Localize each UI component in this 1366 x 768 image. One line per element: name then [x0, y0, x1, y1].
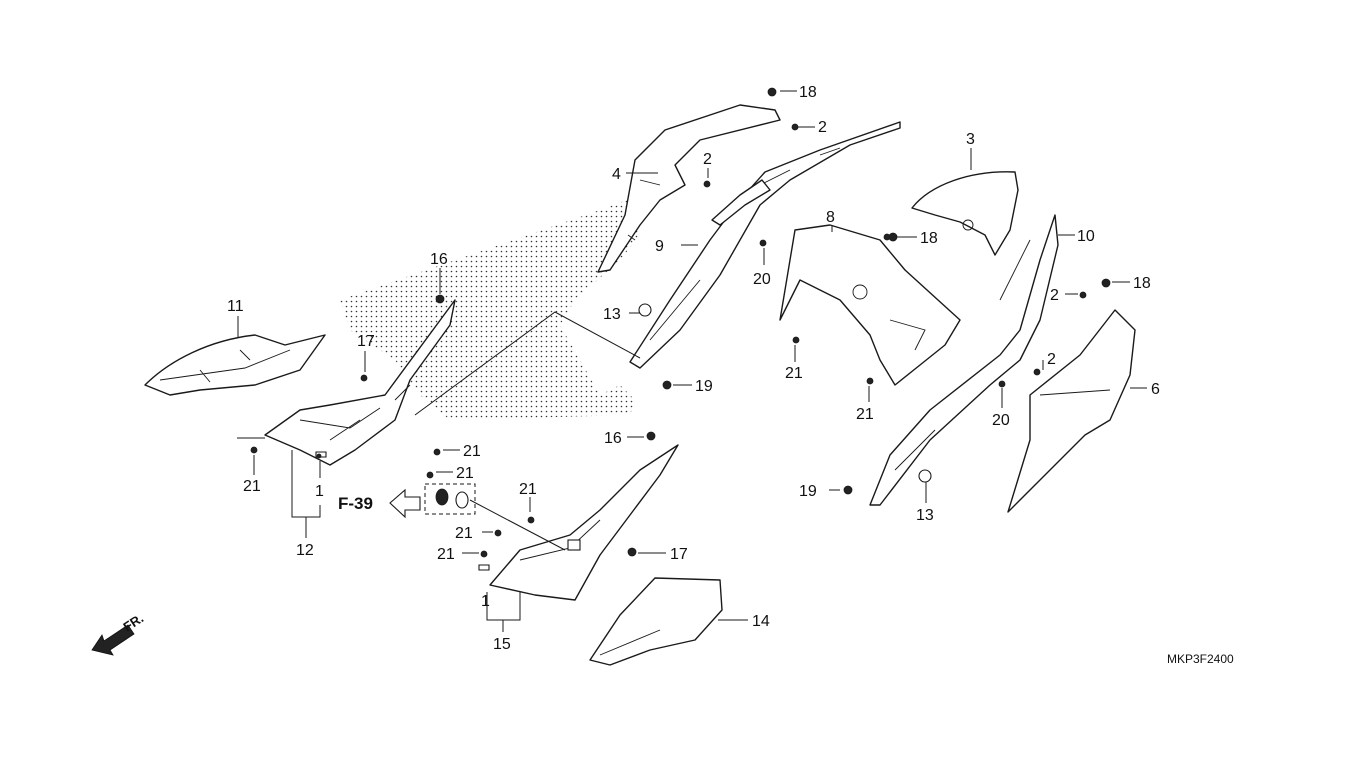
callout-10: 10 — [1077, 228, 1095, 245]
callout-16: 16 — [430, 251, 448, 268]
callout-2: 2 — [818, 119, 827, 136]
callout-1: 1 — [481, 593, 490, 610]
callout-21: 21 — [437, 546, 455, 563]
callout-18: 18 — [799, 84, 817, 101]
drawing-code: MKP3F2400 — [1167, 652, 1234, 666]
callout-9: 9 — [655, 238, 664, 255]
callout-18: 18 — [920, 230, 938, 247]
callout-18: 18 — [1133, 275, 1151, 292]
f39-reference-label: F-39 — [338, 494, 373, 513]
callout-17: 17 — [357, 333, 375, 350]
callout-21: 21 — [785, 365, 803, 382]
callout-21: 21 — [856, 406, 874, 423]
callout-2: 2 — [703, 151, 712, 168]
front-direction-indicator: FR. — [91, 611, 146, 656]
callout-8: 8 — [826, 209, 835, 226]
callout-1: 1 — [315, 483, 324, 500]
f39-reference-arrow — [389, 483, 476, 519]
part-15-lower-cover[interactable] — [478, 444, 679, 601]
callout-6: 6 — [1151, 381, 1160, 398]
callout-21: 21 — [455, 525, 473, 542]
callout-21: 21 — [463, 443, 481, 460]
part-3-seat-cowl[interactable] — [911, 171, 1019, 256]
callout-21: 21 — [519, 481, 537, 498]
callout-17: 17 — [670, 546, 688, 563]
callout-11: 11 — [227, 298, 244, 315]
part-11-side-cover[interactable] — [144, 334, 326, 396]
part-9-rail-cover[interactable] — [629, 121, 901, 369]
leader-lines — [237, 90, 1147, 632]
callout-14: 14 — [752, 613, 770, 630]
hardware-fasteners — [250, 87, 1111, 558]
part-14-lower-panel[interactable] — [589, 577, 723, 666]
part-4-rear-cowl-upper[interactable] — [597, 104, 781, 273]
callout-16: 16 — [604, 430, 622, 447]
callout-21: 21 — [243, 478, 261, 495]
callout-15: 15 — [493, 636, 511, 653]
callout-12: 12 — [296, 542, 314, 559]
callout-20: 20 — [753, 271, 771, 288]
callout-20: 20 — [992, 412, 1010, 429]
callout-13: 13 — [916, 507, 934, 524]
callout-19: 19 — [695, 378, 713, 395]
callout-4: 4 — [612, 166, 621, 183]
callout-13: 13 — [603, 306, 621, 323]
callout-3: 3 — [966, 131, 975, 148]
callout-19: 19 — [799, 483, 817, 500]
callout-numbers: 18 2 2 4 3 10 8 18 9 20 13 16 11 17 19 2… — [227, 84, 1160, 653]
part-6-side-cover-right[interactable] — [1007, 309, 1136, 513]
part-8-center-bracket[interactable] — [779, 224, 961, 386]
frame-silhouette — [340, 195, 640, 420]
part-10-side-rail[interactable] — [869, 214, 1059, 506]
callout-21: 21 — [456, 465, 474, 482]
callout-2: 2 — [1050, 287, 1059, 304]
callout-2: 2 — [1047, 351, 1056, 368]
